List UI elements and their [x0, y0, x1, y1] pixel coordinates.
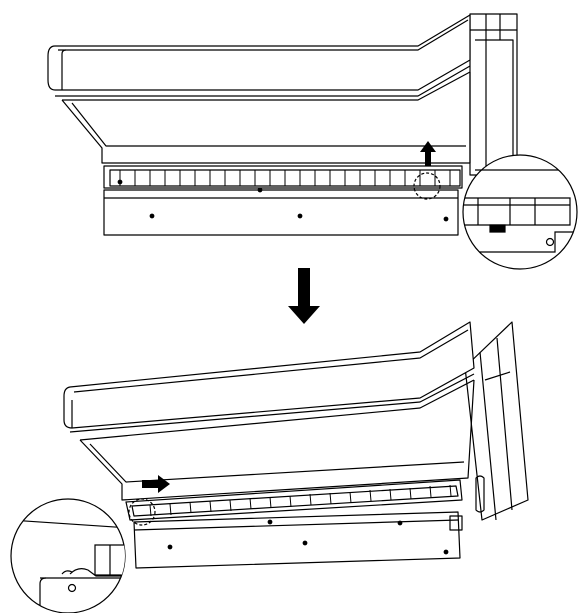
detail-zoom-hinge-slide	[10, 498, 126, 613]
down-arrow	[288, 268, 320, 324]
right-arrow	[142, 475, 170, 493]
up-arrow	[420, 141, 436, 166]
drawer-step-1	[47, 13, 518, 236]
detail-zoom-latch-lift	[462, 154, 578, 270]
drawer-step-2	[63, 321, 529, 569]
